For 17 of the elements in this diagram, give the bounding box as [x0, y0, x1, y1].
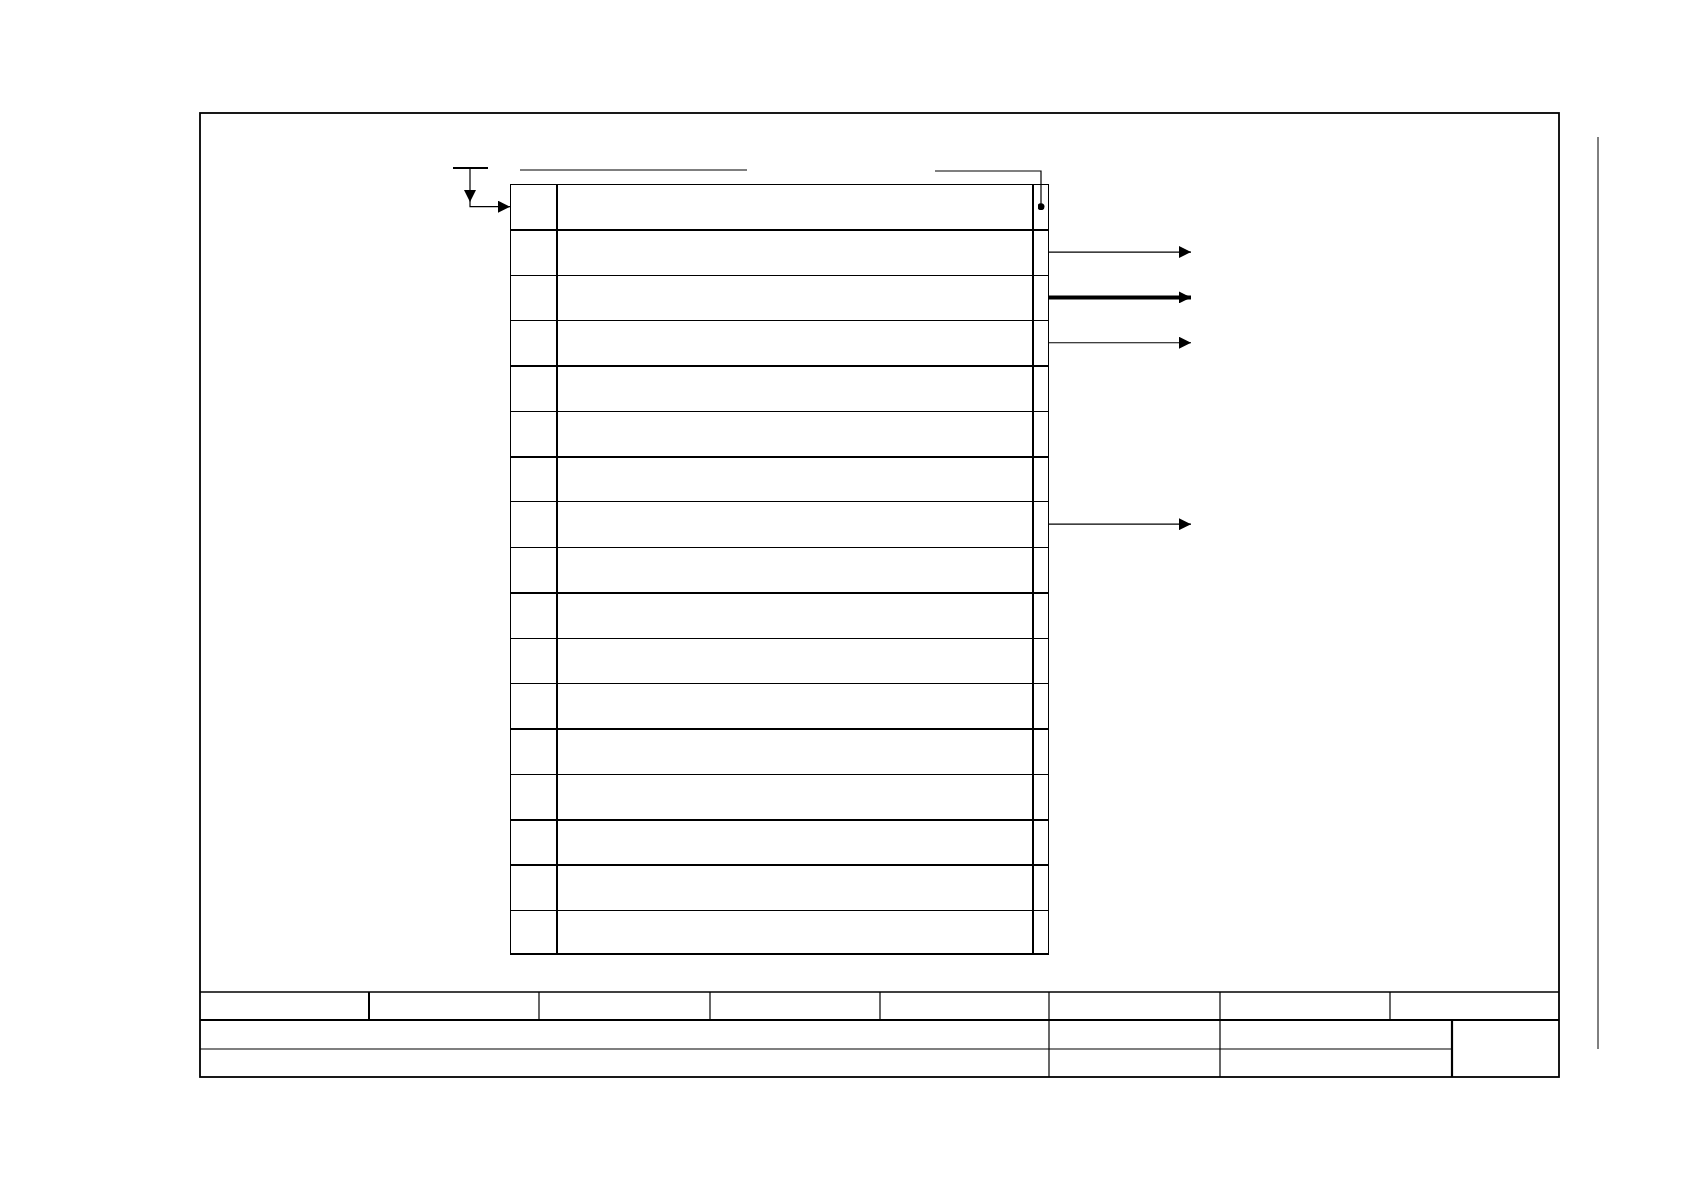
terminal-row [510, 818, 1049, 865]
terminal-row [510, 909, 1049, 955]
terminal-row [510, 184, 1049, 230]
terminal-row [510, 682, 1049, 729]
terminal-row [510, 501, 1049, 547]
terminal-row [510, 592, 1049, 638]
terminal-row [510, 410, 1049, 457]
terminal-row [510, 229, 1049, 275]
terminal-row [510, 365, 1049, 411]
terminal-row [510, 274, 1049, 321]
terminal-row [510, 728, 1049, 774]
terminal-row [510, 546, 1049, 593]
terminal-row [510, 864, 1049, 910]
terminal-row [510, 320, 1049, 366]
terminal-row [510, 773, 1049, 819]
terminal-row [510, 637, 1049, 683]
terminal-row [510, 456, 1049, 502]
